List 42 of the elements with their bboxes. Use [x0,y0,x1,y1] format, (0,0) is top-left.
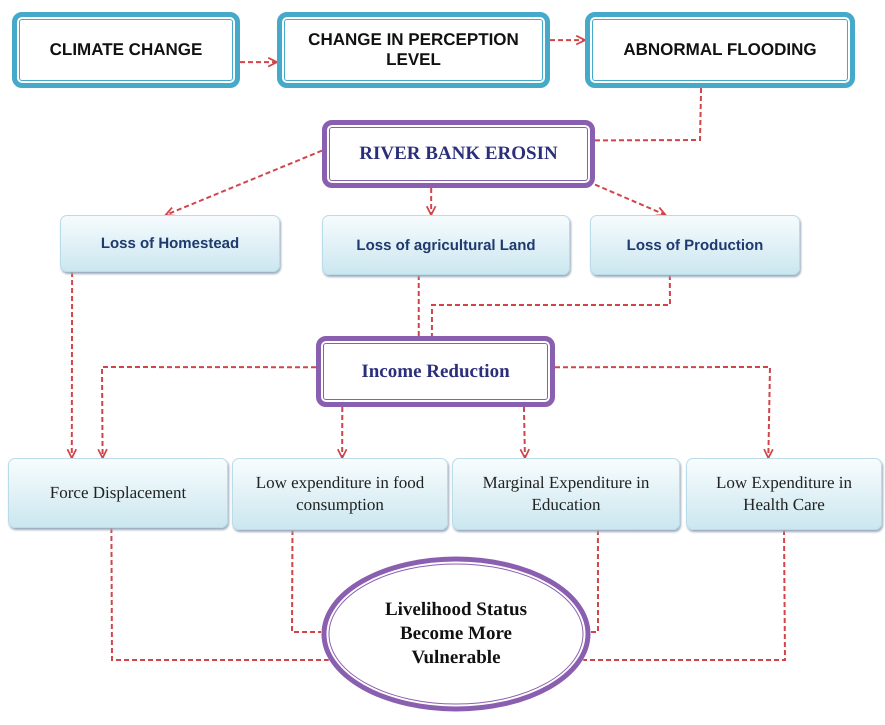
process-box [277,12,550,88]
connector-line [583,530,786,661]
arrow [594,184,666,216]
node-label: Income Reduction [361,360,510,382]
arrow [66,272,78,459]
node-label: Low expenditure in food consumption [254,472,426,516]
node-label: CHANGE IN PERCEPTION LEVEL [307,30,520,70]
connector-line [595,88,702,142]
arrow [520,406,530,459]
process-box [322,215,570,275]
arrow [550,34,586,46]
process-box [8,458,228,528]
node-label: Loss of agricultural Land [355,236,537,254]
connector-line [430,275,671,336]
node-label: Loss of Production [626,236,764,254]
node-label: Loss of Homestead [100,235,240,252]
process-box [316,336,555,407]
node-label: RIVER BANK EROSIN [359,143,558,165]
connector-line [418,275,420,336]
node-label: Marginal Expenditure in Education [482,472,650,516]
arrow [164,150,322,217]
process-box [590,215,800,275]
arrow [426,188,436,216]
node-label: CLIMATE CHANGE [48,40,204,60]
process-box [452,458,680,530]
connector-line [291,530,322,633]
process-box [585,12,855,88]
connector-line [110,528,329,661]
arrow [240,56,278,68]
node-label: Livelihood Status Become More Vulnerable [384,598,528,670]
process-box [322,120,595,188]
arrow [97,366,316,459]
process-box [12,12,240,88]
process-box [60,215,280,272]
connector-line [590,530,599,633]
node-label: Force Displacement [48,482,188,504]
node-label: Low Expenditure in Health Care [715,472,853,516]
arrow [555,366,774,459]
process-box [232,458,448,530]
node-label: ABNORMAL FLOODING [622,40,818,60]
arrow [336,407,348,459]
process-box [686,458,882,530]
